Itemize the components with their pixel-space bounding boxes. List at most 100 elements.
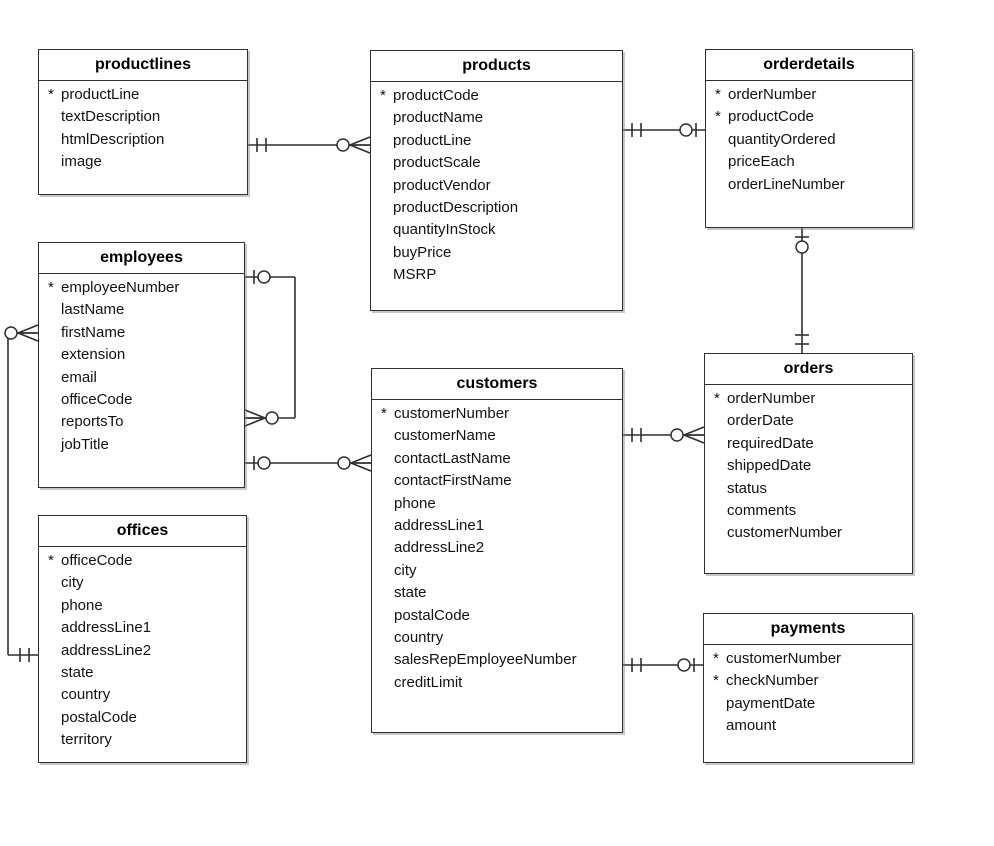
connector-employees-offices bbox=[4, 324, 39, 662]
field-name: employeeNumber bbox=[61, 279, 180, 296]
connector-customers-orders bbox=[623, 426, 705, 444]
entity-title-products: products bbox=[371, 51, 622, 82]
pk-marker bbox=[714, 478, 727, 500]
field-state: state bbox=[381, 582, 620, 604]
pk-marker bbox=[48, 411, 61, 433]
field-productCode: *productCode bbox=[715, 106, 910, 128]
field-postalCode: postalCode bbox=[381, 605, 620, 627]
pk-marker bbox=[381, 560, 394, 582]
field-orderLineNumber: orderLineNumber bbox=[715, 174, 910, 196]
field-name: shippedDate bbox=[727, 457, 812, 475]
pk-marker: * bbox=[715, 86, 721, 103]
pk-marker: * bbox=[48, 86, 54, 103]
entity-title-payments: payments bbox=[704, 614, 912, 645]
pk-marker bbox=[380, 242, 393, 264]
pk-marker bbox=[48, 344, 61, 366]
field-name: buyPrice bbox=[393, 243, 452, 261]
field-name: phone bbox=[394, 494, 436, 512]
field-officeCode: officeCode bbox=[48, 389, 242, 411]
pk-marker bbox=[381, 627, 394, 649]
field-phone: phone bbox=[48, 595, 244, 617]
field-name: MSRP bbox=[393, 266, 437, 284]
pk-marker bbox=[48, 595, 61, 617]
pk-marker bbox=[380, 107, 393, 129]
field-name: customerNumber bbox=[727, 524, 843, 542]
field-shippedDate: shippedDate bbox=[714, 455, 910, 477]
field-name: productVendor bbox=[393, 176, 491, 194]
field-name: requiredDate bbox=[727, 434, 814, 452]
field-name: city bbox=[61, 574, 84, 592]
field-firstName: firstName bbox=[48, 322, 242, 344]
field-name: officeCode bbox=[61, 552, 133, 569]
field-state: state bbox=[48, 662, 244, 684]
pk-marker bbox=[713, 693, 726, 715]
field-name: textDescription bbox=[61, 108, 161, 126]
field-name: quantityOrdered bbox=[728, 130, 836, 148]
pk-marker bbox=[714, 410, 727, 432]
entity-title-productlines: productlines bbox=[39, 50, 247, 81]
field-name: addressLine1 bbox=[394, 516, 485, 534]
field-extension: extension bbox=[48, 344, 242, 366]
pk-marker bbox=[380, 130, 393, 152]
pk-marker bbox=[713, 715, 726, 737]
field-name: productDescription bbox=[393, 198, 519, 216]
pk-marker bbox=[48, 299, 61, 321]
connector-orderdetails-orders bbox=[795, 228, 809, 353]
field-addressLine1: addressLine1 bbox=[48, 617, 244, 639]
field-orderNumber: *orderNumber bbox=[714, 388, 910, 410]
field-salesRepEmployeeNumber: salesRepEmployeeNumber bbox=[381, 649, 620, 671]
pk-marker bbox=[48, 617, 61, 639]
pk-marker bbox=[48, 662, 61, 684]
pk-marker bbox=[381, 425, 394, 447]
field-name: customerNumber bbox=[726, 650, 842, 667]
field-postalCode: postalCode bbox=[48, 707, 244, 729]
pk-marker bbox=[714, 455, 727, 477]
field-productVendor: productVendor bbox=[380, 175, 620, 197]
field-name: jobTitle bbox=[61, 435, 109, 453]
field-name: postalCode bbox=[394, 606, 470, 624]
field-name: image bbox=[61, 153, 102, 171]
field-image: image bbox=[48, 151, 245, 173]
pk-marker bbox=[48, 640, 61, 662]
field-name: contactLastName bbox=[394, 449, 511, 467]
field-name: comments bbox=[727, 501, 797, 519]
field-name: salesRepEmployeeNumber bbox=[394, 651, 577, 669]
pk-marker: * bbox=[48, 552, 54, 569]
field-addressLine2: addressLine2 bbox=[381, 537, 620, 559]
field-comments: comments bbox=[714, 500, 910, 522]
field-productName: productName bbox=[380, 107, 620, 129]
field-territory: territory bbox=[48, 729, 244, 751]
field-name: addressLine2 bbox=[394, 539, 485, 557]
field-name: email bbox=[61, 368, 97, 386]
connector-productlines-products bbox=[248, 136, 371, 154]
field-MSRP: MSRP bbox=[380, 264, 620, 286]
field-city: city bbox=[48, 572, 244, 594]
pk-marker bbox=[381, 515, 394, 537]
field-name: orderNumber bbox=[728, 86, 817, 103]
pk-marker bbox=[48, 707, 61, 729]
field-name: officeCode bbox=[61, 390, 133, 408]
connector-employees-customers bbox=[245, 454, 372, 472]
field-employeeNumber: *employeeNumber bbox=[48, 277, 242, 299]
field-name: productLine bbox=[61, 86, 140, 103]
field-country: country bbox=[381, 627, 620, 649]
field-requiredDate: requiredDate bbox=[714, 433, 910, 455]
field-reportsTo: reportsTo bbox=[48, 411, 242, 433]
field-checkNumber: *checkNumber bbox=[713, 670, 910, 692]
field-name: extension bbox=[61, 346, 126, 364]
field-name: contactFirstName bbox=[394, 472, 512, 490]
pk-marker: * bbox=[713, 672, 719, 690]
field-name: orderLineNumber bbox=[728, 175, 845, 193]
field-orderDate: orderDate bbox=[714, 410, 910, 432]
pk-marker bbox=[381, 605, 394, 627]
